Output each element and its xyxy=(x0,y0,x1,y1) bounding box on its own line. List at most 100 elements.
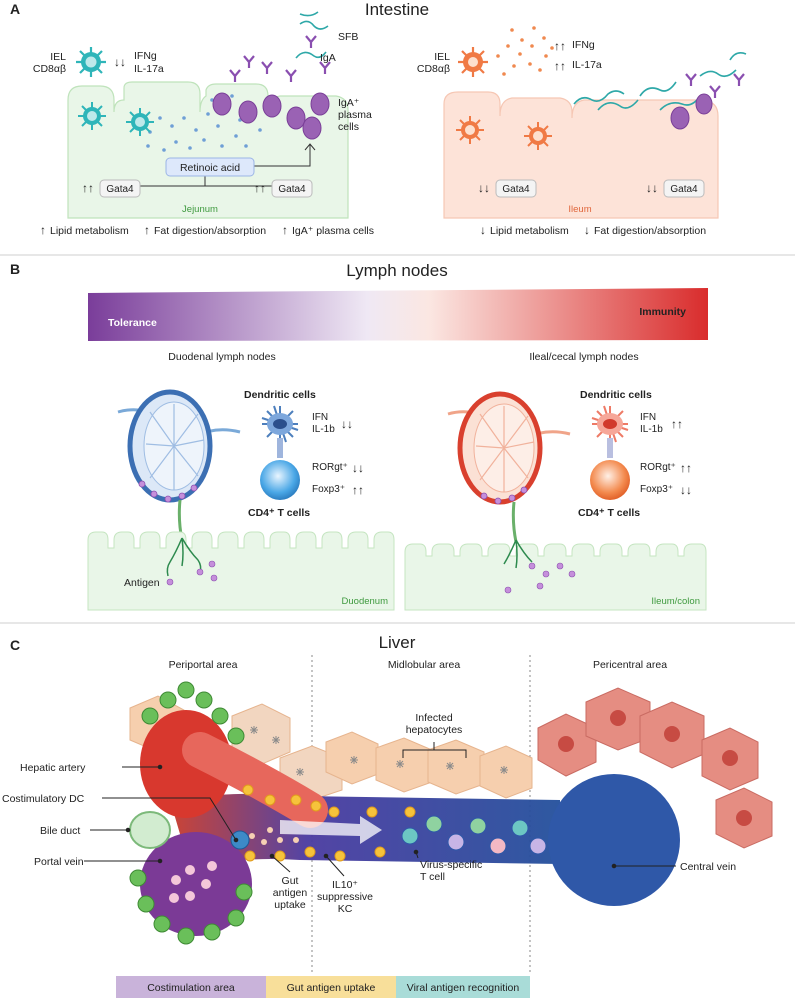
legend-viral xyxy=(396,976,530,998)
il10-label-1: IL10⁺ xyxy=(332,879,358,891)
gata-arrows-right: ↑↑ xyxy=(254,181,266,195)
footer-fat-left: Fat digestion/absorption xyxy=(154,225,266,237)
bile-duct-icon xyxy=(129,811,171,849)
tolerance-label: Tolerance xyxy=(108,317,157,329)
iel-orange-cell-icon xyxy=(456,116,552,150)
virus-label-1: Virus-specific xyxy=(420,859,482,871)
tolerance-immunity-gradient xyxy=(88,288,708,341)
rorgt-right-label: RORgt⁺ xyxy=(640,462,676,473)
cyt-left-arrows: ↓↓ xyxy=(341,417,353,431)
costim-dc-icon xyxy=(230,830,250,850)
ifn-left-label: IFN xyxy=(312,412,328,423)
dc-tcell-link-blue xyxy=(277,438,283,458)
panel-c-letter: C xyxy=(10,637,20,653)
iga-antibody-icon xyxy=(229,35,331,82)
plasma-label-3: cells xyxy=(338,121,359,133)
il17-right-label: IL-17a xyxy=(572,59,602,71)
gata4-right-box-1 xyxy=(495,179,537,198)
jejunum-label: Jejunum xyxy=(182,204,218,215)
foxp3-right-label: Foxp3⁺ xyxy=(640,484,673,495)
zone-periportal: Periportal area xyxy=(169,659,238,671)
pericentral-nuclei xyxy=(558,710,752,826)
gut-label-1: Gut xyxy=(282,875,299,887)
footer-fat-right: Fat digestion/absorption xyxy=(594,225,706,237)
footer-down-2: ↓ xyxy=(584,223,590,237)
cytokine-dots xyxy=(496,26,554,76)
cd8-right-label: CD8αβ xyxy=(417,63,450,75)
il10-label-2: suppressive xyxy=(317,891,373,903)
rorgt-left-label: RORgt⁺ xyxy=(312,462,348,473)
jejunum-villi xyxy=(67,81,349,219)
lymphatic-vessel-right-icon xyxy=(503,539,533,569)
ifng-label: IFNg xyxy=(134,50,157,62)
virus-label-2: T cell xyxy=(420,871,445,883)
flow-arrow-icon xyxy=(280,816,382,844)
ifng-right-label: IFNg xyxy=(572,39,595,51)
panel-a-title: Intestine xyxy=(365,0,429,19)
ifn-right-label: IFN xyxy=(640,412,656,423)
footer-up-1: ↑ xyxy=(40,223,46,237)
iel-label: IEL xyxy=(50,51,66,63)
legend-gut-uptake xyxy=(266,976,396,998)
plasma-label-1: IgA⁺ xyxy=(338,97,360,109)
lymph-node-red-icon xyxy=(447,391,571,543)
gata4-label-left: Gata4 xyxy=(106,184,134,195)
central-vein-icon xyxy=(548,774,680,906)
portal-vein-label: Portal vein xyxy=(34,856,84,868)
gut-label-3: uptake xyxy=(274,899,306,911)
sfb-right-icon xyxy=(573,52,747,111)
gata4-box-left xyxy=(99,179,141,198)
dc-tcell-link-red xyxy=(607,438,613,458)
iel-legend-icon xyxy=(76,47,106,77)
il17-label: IL-17a xyxy=(134,63,164,75)
footer-up-2: ↑ xyxy=(144,223,150,237)
infected-label-1: Infected xyxy=(415,712,453,724)
plasma-cell-icon xyxy=(212,92,330,140)
bile-duct-label: Bile duct xyxy=(40,825,80,837)
gata-arrows-left: ↑↑ xyxy=(82,181,94,195)
panel-c-title: Liver xyxy=(379,633,416,652)
panel-a-letter: A xyxy=(10,1,20,17)
duodenal-heading: Duodenal lymph nodes xyxy=(168,351,275,363)
ileum-label: Ileum xyxy=(568,204,591,215)
ifng-arrows: ↓↓ xyxy=(114,55,126,69)
iga-label: IgA xyxy=(320,52,336,64)
central-vein-label: Central vein xyxy=(680,861,736,873)
zone-pericentral: Pericentral area xyxy=(593,659,667,671)
costim-dc-label: Costimulatory DC xyxy=(2,793,85,805)
gut-label-2: antigen xyxy=(273,887,308,899)
ileal-heading: Ileal/cecal lymph nodes xyxy=(529,351,638,363)
tcells-right-label: CD4⁺ T cells xyxy=(578,507,640,519)
panel-a: A Intestine xyxy=(10,0,747,237)
footer-lipid-left: Lipid metabolism xyxy=(50,225,129,237)
foxp3-left-label: Foxp3⁺ xyxy=(312,484,345,495)
iga-right-icon xyxy=(685,73,745,98)
sfb-bacteria-icon xyxy=(295,11,329,59)
zone-midlobular: Midlobular area xyxy=(388,659,461,671)
gata4-label-right: Gata4 xyxy=(278,184,306,195)
cyt-right-arrows: ↑↑ xyxy=(671,417,683,431)
gata4-right-box-2 xyxy=(663,179,705,198)
retinoic-acid-label: Retinoic acid xyxy=(180,162,240,174)
antigen-dots xyxy=(166,560,218,586)
virus-specific-t-cells xyxy=(401,815,547,855)
panel-b-title: Lymph nodes xyxy=(346,261,447,280)
infected-virus-icons xyxy=(250,726,508,776)
panel-c: C Liver Periportal area Midlobular area … xyxy=(2,633,773,998)
legend-costimulation xyxy=(116,976,266,998)
dc-right-label: Dendritic cells xyxy=(580,389,652,401)
panel-b-letter: B xyxy=(10,261,20,277)
legend-viral-label: Viral antigen recognition xyxy=(407,982,520,994)
iel-cell-icon xyxy=(78,102,154,136)
rorgt-right-arrows: ↑↑ xyxy=(680,461,692,475)
gata4-box-right xyxy=(271,179,313,198)
duodenum-villi xyxy=(87,531,395,611)
ifng-right-arrows: ↑↑ xyxy=(554,39,566,53)
hepatic-artery-label: Hepatic artery xyxy=(20,762,86,774)
tcell-blue-icon xyxy=(260,460,300,500)
antigen-right-dots xyxy=(504,562,576,594)
kupffer-cells xyxy=(242,784,416,862)
legend-costimulation-label: Costimulation area xyxy=(147,982,235,994)
il1b-left-label: IL-1b xyxy=(312,424,335,435)
